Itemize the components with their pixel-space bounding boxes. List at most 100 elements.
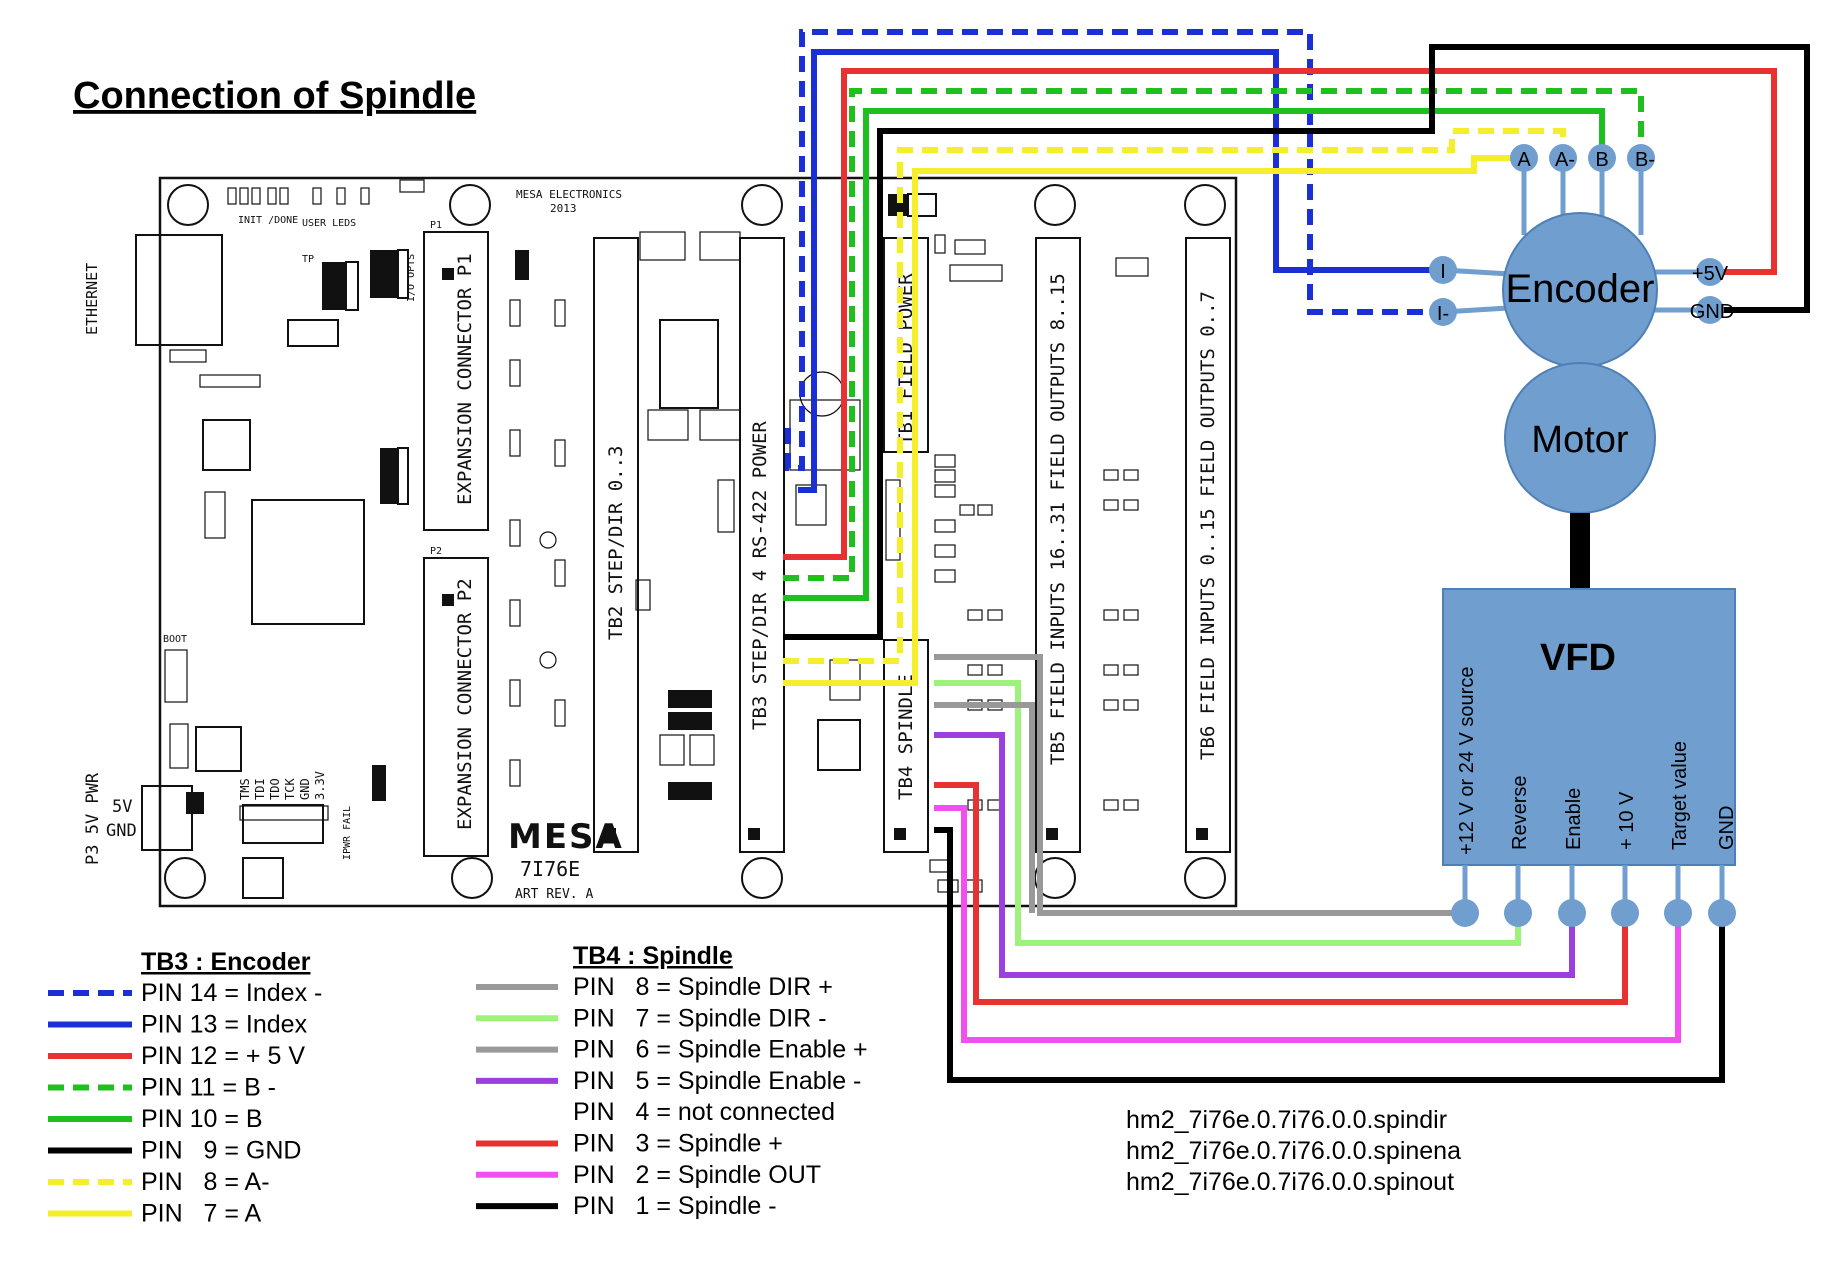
resistor-array [199, 374, 261, 388]
mounting-hole [1184, 184, 1226, 226]
jtag-tdi: TDI [253, 778, 267, 800]
tb3-terminal-block [739, 237, 785, 853]
motor-label: Motor [1531, 419, 1628, 461]
vfd-body [1442, 588, 1736, 866]
wire-tb4-pin1-spindle-minus [934, 827, 1725, 1083]
legend-tb3-item: PIN 10 = B [141, 1105, 263, 1133]
encoder-pin-i [1429, 256, 1457, 284]
pin1-marker [894, 828, 906, 840]
encoder-pin-5v [1696, 258, 1724, 286]
encoder-pin-i-minus-label: I- [1437, 303, 1449, 325]
fpga-chip [251, 499, 365, 625]
chip [204, 491, 226, 539]
tb2-label: TB2 STEP/DIR 0..3 [605, 446, 627, 640]
wire-pin11-b-minus [783, 88, 1644, 581]
legend-tb4-item: PIN 7 = Spindle DIR - [573, 1004, 827, 1032]
tb3-label: TB3 STEP/DIR 4 RS-422 POWER [749, 421, 771, 730]
pin1-marker [442, 594, 454, 606]
chip [659, 734, 685, 766]
legend-tb3-item: PIN 12 = + 5 V [141, 1042, 305, 1070]
mounting-hole [1034, 184, 1076, 226]
legend-tb3-item: PIN 8 = A- [141, 1168, 270, 1196]
resistor-column [509, 299, 566, 787]
status-leds [227, 179, 425, 205]
wire-pin14-index-minus [785, 29, 1443, 471]
page-title: Connection of Spindle [73, 75, 476, 117]
hal-pin-spindir: hm2_7i76e.0.7i76.0.0.spindir [1126, 1106, 1447, 1134]
jumper-block [370, 250, 398, 298]
jumper-block [397, 249, 409, 299]
pin1-marker [748, 828, 760, 840]
io-opts-label: I/O OPTS [406, 254, 417, 302]
legend-tb4-item: PIN 8 = Spindle DIR + [573, 973, 833, 1001]
legend-tb4-item: PIN 6 = Spindle Enable + [573, 1036, 868, 1064]
ethernet-label: ETHERNET [83, 263, 101, 335]
p3-gnd-label: GND [106, 821, 137, 841]
encoder-pin-b-minus [1627, 144, 1655, 172]
capacitor [539, 651, 557, 669]
jumper-block [322, 262, 346, 310]
hal-pin-spinout: hm2_7i76e.0.7i76.0.0.spinout [1126, 1168, 1454, 1196]
vfd-terminal-label-gnd: GND [1716, 806, 1738, 850]
ipwr-fail-label: IPWR FAIL [342, 806, 353, 860]
expansion-p2-label: EXPANSION CONNECTOR P2 [454, 578, 476, 830]
motor-assembly: Motor [1504, 362, 1656, 589]
boot-header [164, 649, 188, 703]
expansion-connector-p2 [423, 557, 489, 857]
year-label: 2013 [550, 202, 577, 215]
boot-label: BOOT [163, 634, 187, 645]
legend-tb3: TB3 : Encoder PIN 14 = Index -PIN 13 = I… [48, 948, 322, 1228]
mounting-hole [1184, 857, 1226, 899]
chip [639, 231, 686, 261]
wire-tb4-pin8-dir-plus [934, 654, 1465, 916]
mesa-7i76e-board: ETHERNET INIT /DONE USER LEDS TP I/O OPT… [83, 176, 1238, 908]
user-leds-label: USER LEDS [302, 218, 356, 229]
vfd-terminal-label-enable: Enable [1563, 788, 1585, 850]
jtag-tck: TCK [283, 778, 297, 800]
jtag-3v3: 3.3V [313, 771, 327, 800]
legend-tb3-item: PIN 14 = Index - [141, 979, 322, 1007]
wire-tb4-pin7-dir-minus [934, 680, 1521, 946]
mounting-hole [164, 857, 206, 899]
wire-pin10-b [783, 108, 1605, 601]
p2-label: P2 [430, 546, 442, 557]
tb6-terminal-block [1185, 237, 1231, 853]
wire-tb4-pin6-enable-plus [934, 702, 1035, 913]
legend-tb4-item: PIN 2 = Spindle OUT [573, 1161, 821, 1189]
legend-tb4-item: PIN 1 = Spindle - [573, 1192, 777, 1220]
encoder-pin-i-minus [1429, 298, 1457, 326]
tb4-terminal-block [883, 639, 929, 853]
encoder-pin-gnd [1696, 296, 1724, 324]
legend-tb4-title: TB4 : Spindle [573, 942, 733, 970]
mounting-hole [449, 184, 491, 226]
legend-tb3-item: PIN 9 = GND [141, 1137, 301, 1165]
tb2-terminal-block [593, 237, 639, 853]
p3-pin [186, 792, 204, 814]
wire-tb4-pin3-spindle-plus [934, 782, 1628, 1005]
jumper-block [686, 712, 712, 730]
vfd-terminal-target [1664, 899, 1692, 927]
jumper-block [397, 447, 409, 505]
tb1-terminal-block [883, 237, 929, 453]
wire-pin13-index [798, 49, 1443, 493]
ethernet-jack [135, 234, 223, 346]
vfd-terminal-label-reverse: Reverse [1509, 776, 1531, 850]
wire-pin12-plus5v [783, 68, 1777, 560]
p3-label: P3 5V PWR [83, 772, 103, 865]
vfd-terminal-gnd [1708, 899, 1736, 927]
inductor [659, 319, 719, 409]
init-done-label: INIT /DONE [238, 215, 298, 226]
wire-pin8-a-minus [783, 128, 1566, 664]
hal-pin-spinena: hm2_7i76e.0.7i76.0.0.spinena [1126, 1137, 1461, 1165]
pin1-marker [604, 828, 616, 840]
jumper-block [345, 261, 359, 311]
chip [202, 419, 251, 471]
encoder-pin-i-label: I [1440, 261, 1446, 283]
chip [169, 723, 189, 769]
chip [689, 734, 715, 766]
vfd-terminal-reverse [1504, 899, 1532, 927]
wire-pin9-gnd [783, 44, 1810, 640]
chip [647, 409, 689, 441]
jtag-tms: TMS [238, 778, 252, 800]
